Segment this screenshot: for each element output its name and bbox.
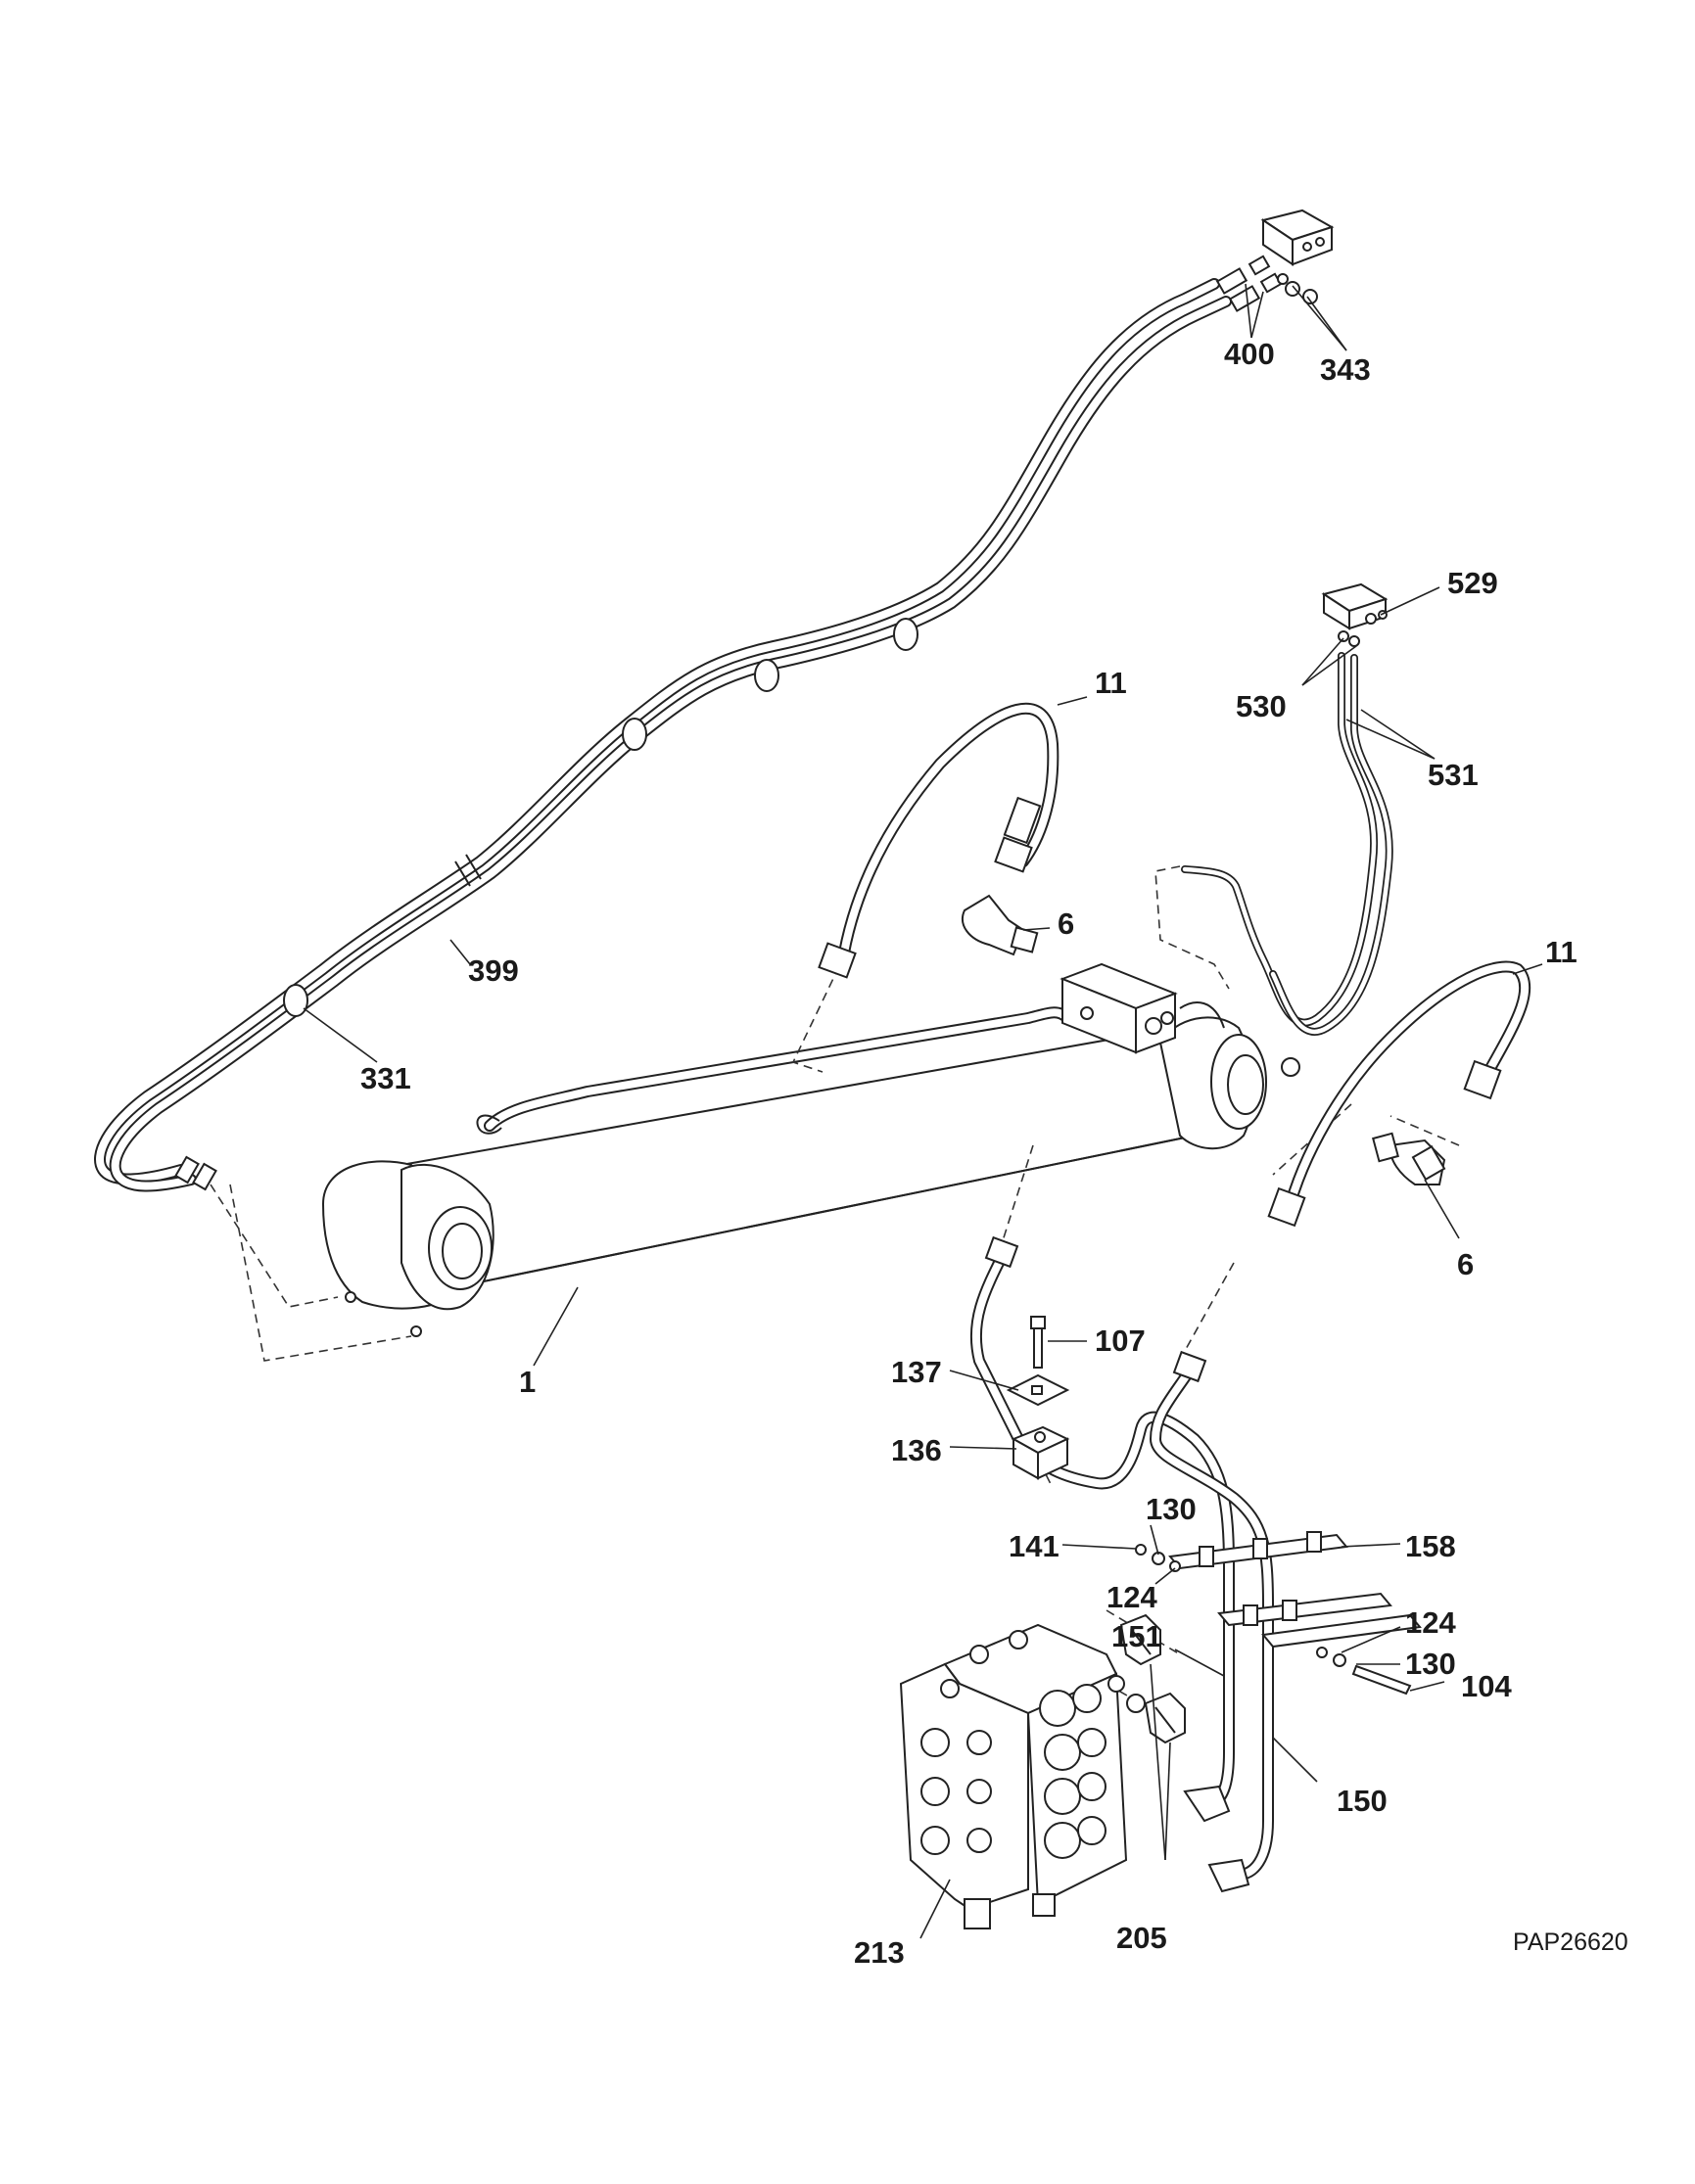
callout-137: 137 <box>891 1355 942 1389</box>
callout-529: 529 <box>1447 566 1498 600</box>
callout-1: 1 <box>519 1365 536 1399</box>
callout-530: 530 <box>1236 689 1287 723</box>
callout-124-right: 124 <box>1405 1605 1456 1640</box>
callout-150: 150 <box>1337 1784 1388 1818</box>
callout-158: 158 <box>1405 1529 1456 1563</box>
leader-lines <box>303 283 1543 1939</box>
callout-213: 213 <box>854 1935 905 1970</box>
connector-block-top <box>1260 209 1335 304</box>
callout-136: 136 <box>891 1433 942 1467</box>
hydraulic-cylinder <box>321 962 1300 1337</box>
callout-343: 343 <box>1320 352 1371 387</box>
callout-6-left: 6 <box>1058 906 1074 941</box>
callout-151: 151 <box>1111 1619 1162 1653</box>
callout-331: 331 <box>360 1061 411 1095</box>
figure-id: PAP26620 <box>1513 1928 1628 1956</box>
callout-107: 107 <box>1095 1324 1146 1358</box>
callout-399: 399 <box>468 953 519 988</box>
callout-141: 141 <box>1009 1529 1059 1563</box>
callout-11-right: 11 <box>1545 935 1577 969</box>
callout-124-left: 124 <box>1106 1580 1157 1614</box>
callout-104: 104 <box>1461 1669 1512 1703</box>
fittings-205 <box>1119 1613 1186 1744</box>
callout-130-top: 130 <box>1146 1492 1197 1526</box>
hose-pair-399 <box>94 255 1283 1192</box>
control-valve-213 <box>899 1623 1146 1929</box>
callout-6-right: 6 <box>1457 1247 1474 1281</box>
callout-531: 531 <box>1428 758 1479 792</box>
callout-130-right: 130 <box>1405 1647 1456 1681</box>
callout-labels: 400 343 529 530 531 11 11 6 6 399 331 1 … <box>360 337 1628 1970</box>
connector-block-mid <box>1181 582 1393 1036</box>
callout-11-left: 11 <box>1095 666 1127 700</box>
callout-400: 400 <box>1224 337 1275 371</box>
clamp-bars <box>1135 1531 1422 1696</box>
hose-11-left <box>818 702 1059 979</box>
callout-205: 205 <box>1116 1921 1167 1955</box>
hose-11-right <box>1267 960 1531 1228</box>
